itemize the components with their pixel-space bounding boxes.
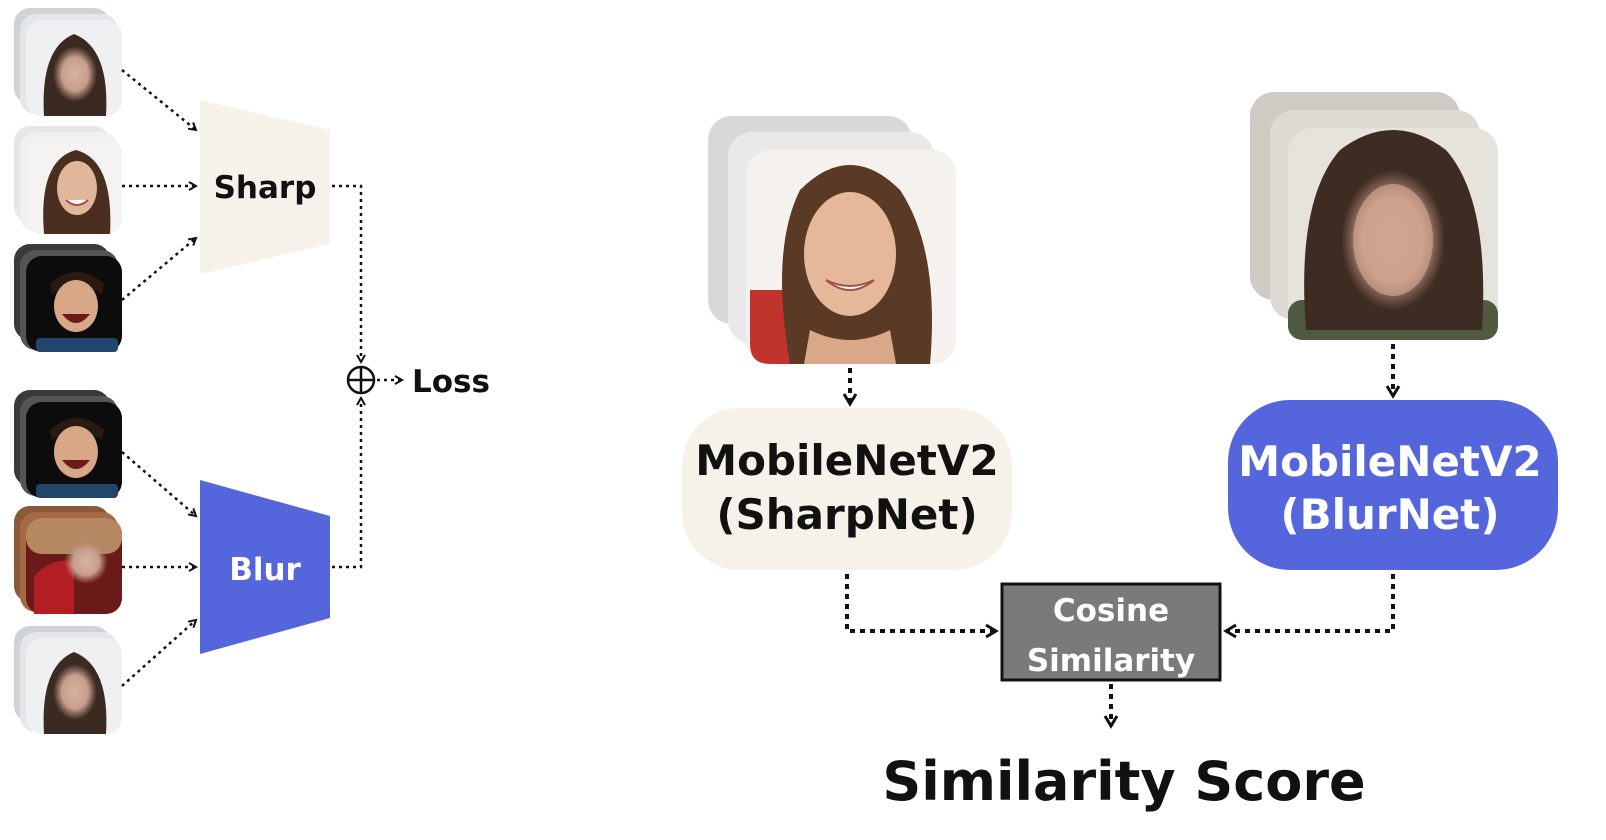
blur-encoder [200,480,330,654]
sharpnet-box [682,408,1012,570]
sharp-image-stack [708,116,956,364]
sharp-input-1 [14,8,122,116]
blur-input-2 [14,506,122,614]
image-to-network-arrows [842,344,1401,407]
sharpnet-subtitle: (SharpNet) [716,490,977,539]
blurnet-subtitle: (BlurNet) [1280,490,1499,539]
loss-label: Loss [412,364,490,400]
blur-input-3 [14,626,122,734]
cosine-similarity-box [1000,582,1222,682]
blurnet-box [1228,400,1558,570]
sharp-input-arrows [121,69,196,301]
cosine-label-line1: Cosine [1053,593,1169,629]
blur-encoder-label: Blur [229,552,301,588]
sharp-input-2 [14,126,122,234]
sharp-encoder [200,100,330,274]
blur-input-1 [14,390,122,498]
cosine-label-line2: Similarity [1027,643,1195,679]
sum-node-icon [346,365,376,395]
sharp-input-3 [14,244,122,352]
sharpnet-title: MobileNetV2 [695,436,998,485]
similarity-score-label: Similarity Score [882,750,1365,813]
network-to-cosine-arrows [845,574,1395,729]
sharp-encoder-label: Sharp [214,170,317,206]
encoder-output-arrows [332,184,402,569]
blur-input-arrows [121,451,196,687]
blurnet-title: MobileNetV2 [1238,437,1541,486]
blurred-image-stack [1250,92,1498,340]
